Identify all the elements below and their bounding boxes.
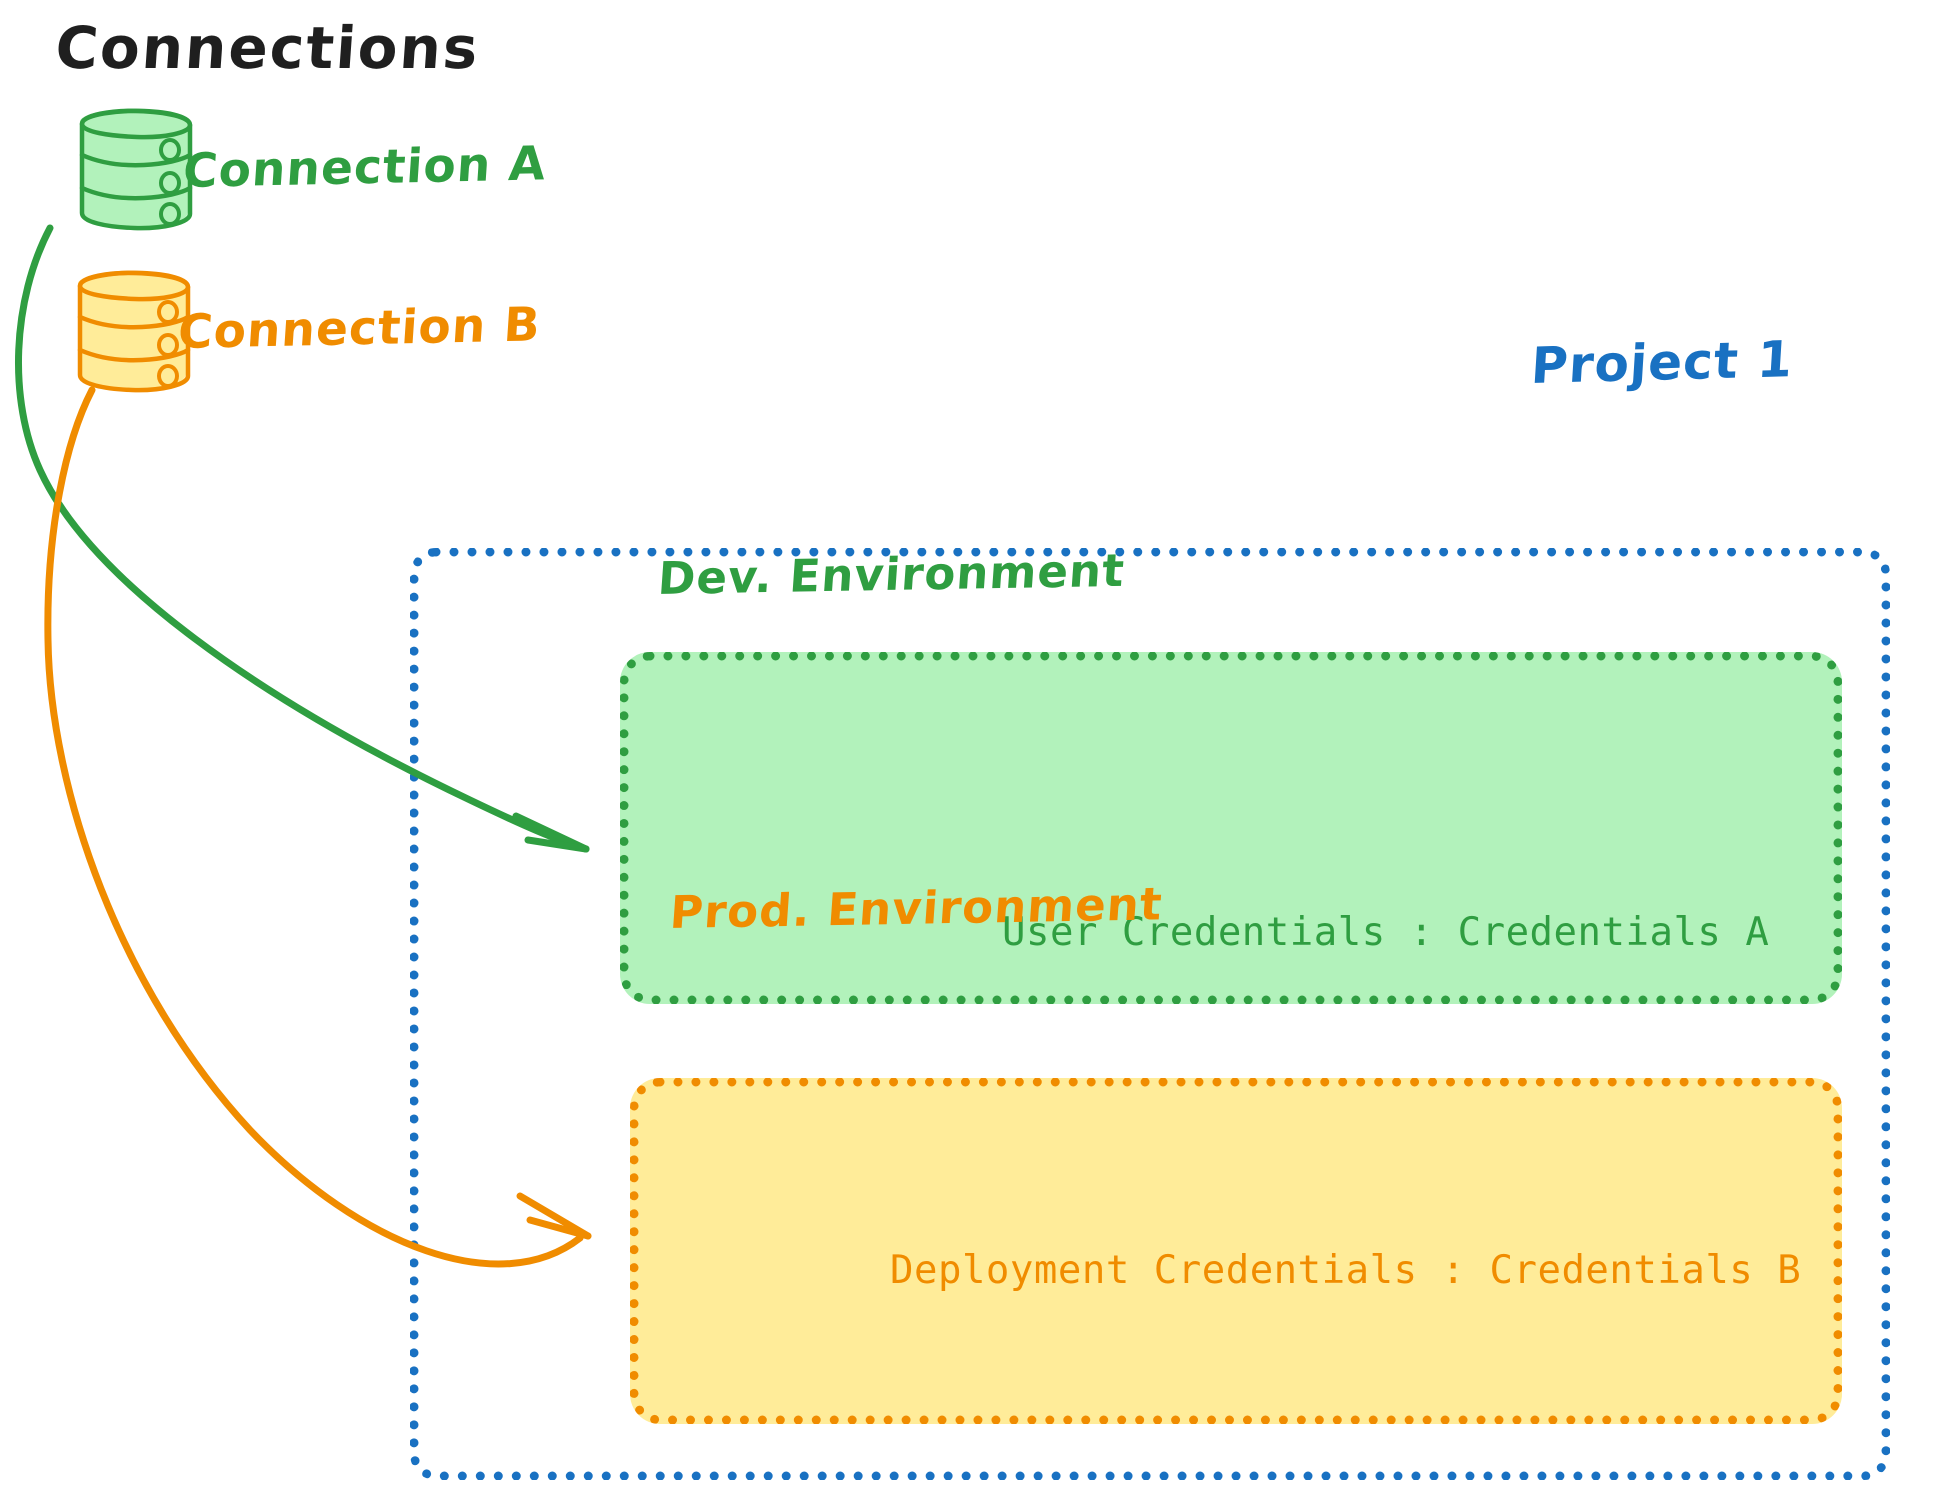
- dev-environment-box: [620, 652, 1842, 1004]
- dev-environment-title: Dev. Environment: [656, 543, 1127, 605]
- prod-environment-title: Prod. Environment: [668, 877, 1165, 939]
- prod-environment-box: [630, 1078, 1842, 1424]
- database-cylinder-icon: [60, 100, 230, 244]
- prod-credentials-text: Deployment Credentials : Credentials B: [890, 1248, 1802, 1293]
- page-title: Connections: [53, 14, 482, 82]
- project-label: Project 1: [1529, 330, 1795, 395]
- dev-credentials-text: User Credentials : Credentials A: [1002, 910, 1770, 955]
- connection-b-label: Connection B: [176, 297, 543, 360]
- connection-a-label: Connection A: [181, 136, 549, 199]
